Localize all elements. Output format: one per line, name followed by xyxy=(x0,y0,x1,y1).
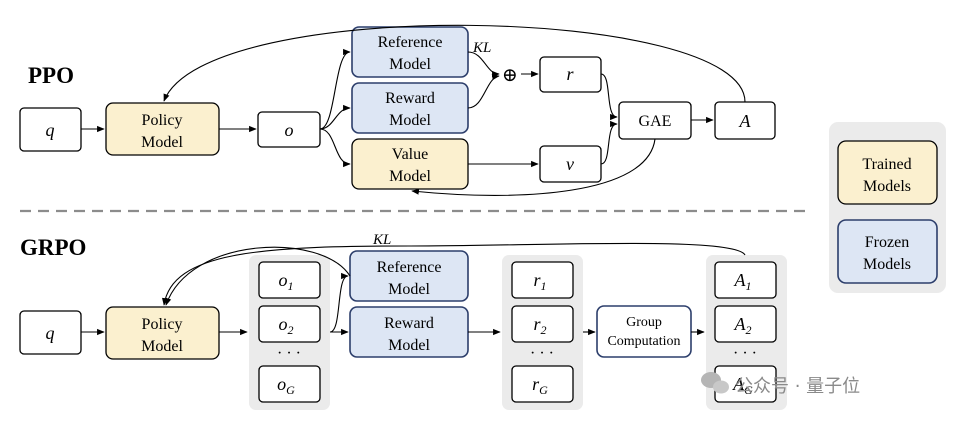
ppo-reward-model: Reward Model xyxy=(351,82,469,134)
ppo-connectors xyxy=(81,24,746,196)
ppo-gae-box: GAE xyxy=(618,101,692,140)
svg-text:Trained: Trained xyxy=(862,156,911,173)
legend-frozen: Frozen Models xyxy=(837,219,938,284)
ppo-r-label: r xyxy=(566,64,574,84)
grpo-advantage-1: A1 xyxy=(714,261,777,299)
ppo-value-label-2: Model xyxy=(389,168,431,185)
ppo-a-label: A xyxy=(739,111,752,131)
watermark-text: 公众号 · 量子位 xyxy=(735,376,860,397)
svg-text:r1: r1 xyxy=(533,270,546,293)
ppo-reward-label-2: Model xyxy=(389,112,431,129)
ppo-reference-model: Reference Model xyxy=(351,26,469,78)
ppo-o-label: o xyxy=(285,120,294,140)
grpo-connectors xyxy=(81,242,746,336)
ppo-policy-label-2: Model xyxy=(141,134,183,151)
grpo-advantages-ellipsis: · · · xyxy=(733,345,757,362)
svg-text:r2: r2 xyxy=(533,314,546,337)
svg-text:Frozen: Frozen xyxy=(865,234,909,251)
ppo-r-box: r xyxy=(539,56,602,93)
ppo-a-box: A xyxy=(714,101,776,140)
grpo-reward-g: rG xyxy=(511,365,574,403)
svg-text:A2: A2 xyxy=(734,314,752,337)
ppo-value-label-1: Value xyxy=(392,146,428,163)
grpo-advantage-2: A2 xyxy=(714,305,777,343)
ppo-v-box: v xyxy=(539,145,602,183)
grpo-policy-label-2: Model xyxy=(141,338,183,355)
grpo-title: GRPO xyxy=(20,235,86,260)
grpo-advantage-g: AG xyxy=(714,365,777,403)
grpo-group-label-2: Computation xyxy=(607,334,680,349)
grpo-policy-model: Policy Model xyxy=(105,306,220,360)
grpo-group-computation: Group Computation xyxy=(596,305,692,358)
ppo-kl-label: KL xyxy=(472,40,491,56)
grpo-q-box: q xyxy=(19,310,82,355)
svg-text:Models: Models xyxy=(863,178,911,195)
svg-text:A1: A1 xyxy=(734,270,752,293)
ppo-o-box: o xyxy=(257,111,321,148)
grpo-policy-label-1: Policy xyxy=(142,316,183,333)
ppo-q-box: q xyxy=(19,107,82,152)
ppo-gae-label: GAE xyxy=(639,113,672,130)
grpo-output-1: o1 xyxy=(258,261,321,299)
svg-text:o2: o2 xyxy=(279,314,294,337)
ppo-q-label: q xyxy=(46,120,55,140)
grpo-reward-1: r1 xyxy=(511,261,574,299)
ppo-reward-label-1: Reward xyxy=(385,90,435,107)
svg-text:o1: o1 xyxy=(279,270,294,293)
ppo-reference-label-1: Reference xyxy=(378,34,443,51)
grpo-output-g: oG xyxy=(258,365,321,403)
grpo-reward-2: r2 xyxy=(511,305,574,343)
ppo-reference-label-2: Model xyxy=(389,56,431,73)
legend: Trained Models Frozen Models xyxy=(829,122,946,293)
grpo-group-label-1: Group xyxy=(626,315,662,330)
grpo-rewards-ellipsis: · · · xyxy=(530,345,554,362)
ppo-value-model: Value Model xyxy=(351,138,469,190)
grpo-reference-label-1: Reference xyxy=(377,259,442,276)
svg-text:rG: rG xyxy=(532,374,548,397)
legend-trained: Trained Models xyxy=(837,140,938,205)
grpo-output-2: o2 xyxy=(258,305,321,343)
grpo-reward-label-1: Reward xyxy=(384,315,434,332)
grpo-q-label: q xyxy=(46,323,55,343)
ppo-plus-symbol: ⊕ xyxy=(502,65,518,86)
grpo-reward-label-2: Model xyxy=(388,337,430,354)
watermark: 公众号 · 量子位 xyxy=(701,372,860,397)
grpo-kl-label: KL xyxy=(372,232,391,248)
ppo-policy-model: Policy Model xyxy=(105,102,220,156)
grpo-reference-label-2: Model xyxy=(388,281,430,298)
svg-text:Models: Models xyxy=(863,256,911,273)
wechat-icon xyxy=(701,372,729,394)
ppo-v-label: v xyxy=(566,154,574,174)
grpo-outputs-ellipsis: · · · xyxy=(277,345,301,362)
grpo-reward-model: Reward Model xyxy=(349,306,469,358)
svg-text:oG: oG xyxy=(277,374,295,397)
svg-text:AG: AG xyxy=(732,374,753,397)
ppo-policy-label-1: Policy xyxy=(142,112,183,129)
grpo-reference-model: Reference Model xyxy=(349,250,469,302)
ppo-title: PPO xyxy=(28,63,74,88)
